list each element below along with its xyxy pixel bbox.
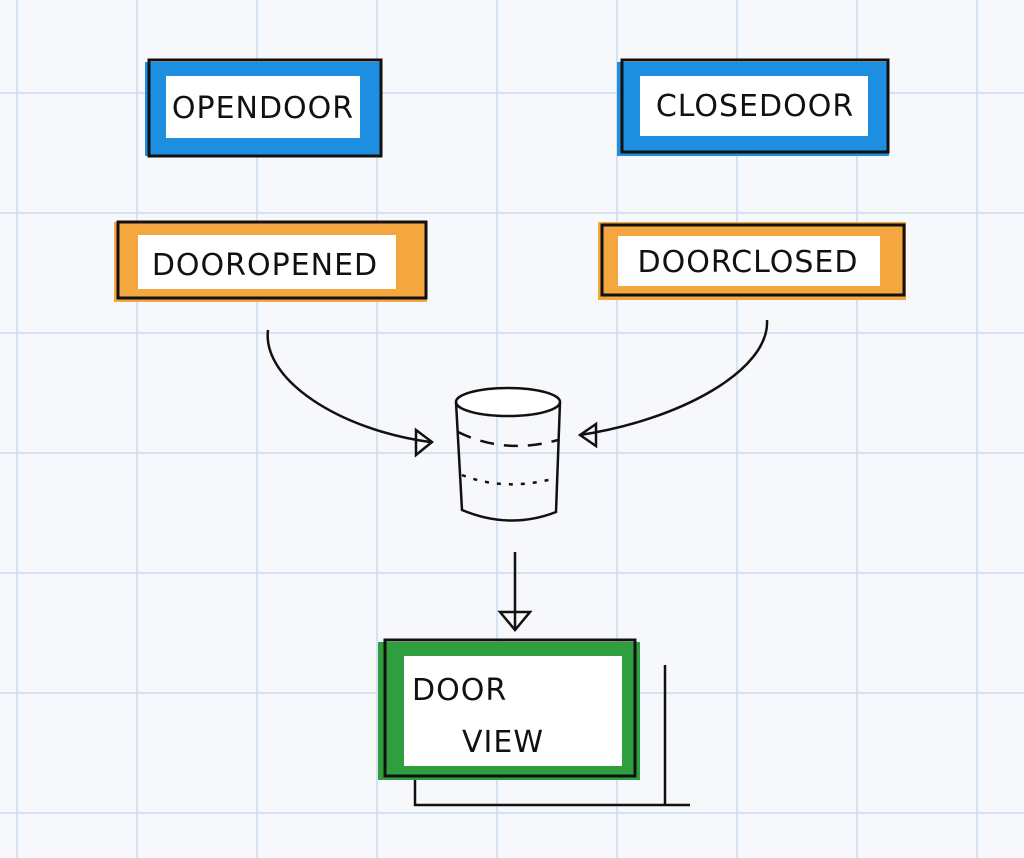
view-label-line2: VIEW bbox=[462, 725, 544, 760]
command-label: CLOSEDOOR bbox=[656, 89, 854, 124]
arrow-doorclosed-to-store bbox=[577, 319, 769, 449]
database-icon bbox=[454, 386, 562, 522]
event-box-doorclosed: DOORCLOSED bbox=[598, 222, 906, 300]
arrow-store-to-view bbox=[497, 552, 533, 632]
view-label-line1: DOOR bbox=[412, 673, 507, 708]
command-label: OPENDOOR bbox=[172, 91, 354, 126]
event-box-dooropened: DOOROPENED bbox=[114, 220, 428, 302]
command-box-closedoor: CLOSEDOOR bbox=[617, 58, 890, 156]
command-box-opendoor: OPENDOOR bbox=[145, 58, 383, 158]
view-box-doorview: DOOR VIEW bbox=[378, 638, 690, 807]
event-label: DOOROPENED bbox=[152, 248, 378, 283]
event-label: DOORCLOSED bbox=[638, 245, 859, 280]
arrow-dooropened-to-store bbox=[266, 329, 435, 458]
